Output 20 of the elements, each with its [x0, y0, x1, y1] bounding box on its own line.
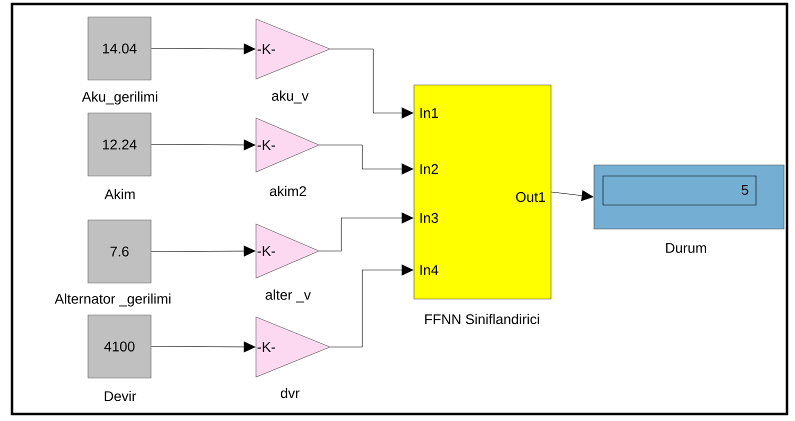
block-label: aku_v: [272, 90, 309, 104]
block-label: Devir: [104, 390, 136, 402]
block-label: alter _v: [266, 290, 311, 302]
subsystem-block: In1 In2 In3 In4 Out1: [414, 84, 552, 300]
gain-triangle: -K-: [256, 224, 320, 278]
block-label: Akim: [104, 188, 135, 200]
block-label: Durum: [666, 243, 706, 253]
block-label: Alternator _gerilimi: [54, 293, 170, 307]
constant-block: 12.24: [88, 112, 152, 176]
gain-triangle: -K-: [256, 316, 331, 378]
gain-triangle: -K-: [256, 18, 331, 80]
gain-triangle: -K-: [256, 118, 320, 172]
display-block: 5: [594, 164, 784, 230]
block-label: Aku_gerilimi: [82, 91, 158, 105]
constant-block: 4100: [88, 314, 152, 378]
block-label: dvr: [280, 388, 300, 398]
constant-block: 14.04: [88, 16, 152, 80]
constant-block: 7.6: [88, 220, 152, 284]
block-label: FFNN Siniflandirici: [425, 314, 539, 324]
block-label: akim2: [270, 186, 306, 196]
